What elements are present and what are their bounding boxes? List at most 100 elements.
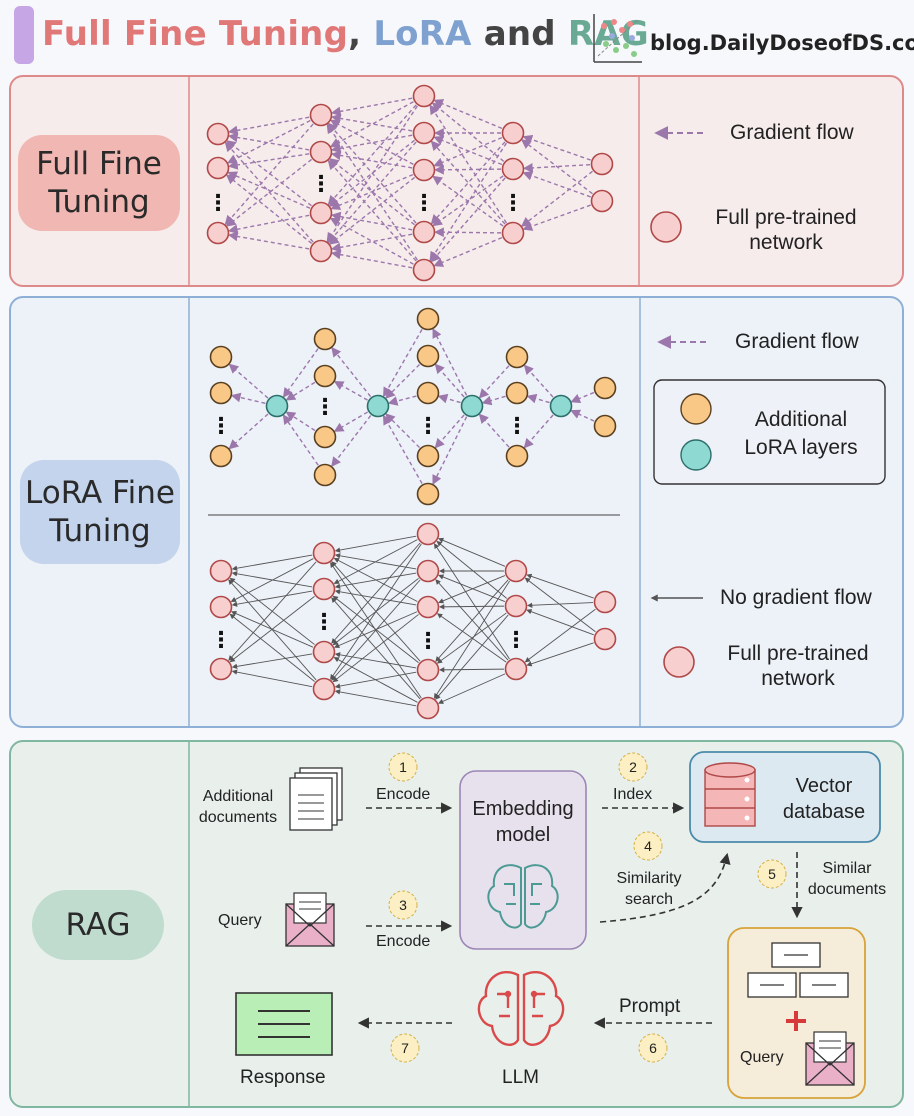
lora-frozen-edge <box>231 669 313 688</box>
lora-full-network-label: Full pre-trained network <box>727 642 869 690</box>
no-gradient-flow-label: No gradient flow <box>720 586 872 609</box>
lora-frozen-edge <box>334 535 417 553</box>
full-ft-edge <box>434 227 502 238</box>
lora-additional-node <box>593 414 617 438</box>
lora-adapter-edge <box>385 363 421 399</box>
lora-additional-node <box>209 381 233 405</box>
full-ft-edge <box>327 122 417 224</box>
full-network-label: Full pre-trained network <box>715 206 857 254</box>
full-ft-edge <box>226 119 311 164</box>
lora-adapter-edge <box>333 380 368 401</box>
lora-frozen-ellipsis: ⋮ <box>505 628 527 653</box>
full-ft-edge <box>329 217 414 265</box>
lora-frozen-node <box>416 559 440 583</box>
lora-frozen-edge <box>231 653 313 670</box>
lora-frozen-node <box>416 522 440 546</box>
lora-adapter-node <box>366 394 390 418</box>
similar-documents-label: Similar documents <box>807 860 887 898</box>
lora-frozen-node <box>416 595 440 619</box>
full-ft-node <box>590 189 614 213</box>
lora-frozen-edge <box>334 589 417 606</box>
lora-frozen-edge <box>526 642 594 667</box>
query-label: Query <box>218 912 262 929</box>
full-ft-edge <box>434 164 502 175</box>
similarity-search-arrow <box>599 852 731 923</box>
full-ft-ellipsis: ⋮ <box>413 191 435 216</box>
lora-additional-node <box>416 444 440 468</box>
lora-gradient-flow-label: Gradient flow <box>735 330 859 353</box>
lora-adapter-edge <box>523 414 554 449</box>
lora-adapter-edge <box>331 346 372 398</box>
full-ft-node <box>412 121 436 145</box>
lora-frozen-node <box>209 559 233 583</box>
encode-docs-label: Encode <box>376 786 431 803</box>
full-ft-label: Full Fine Tuning <box>18 135 180 231</box>
query-envelope-icon <box>285 892 335 947</box>
additional-lora-label: Additional LoRA layers <box>744 408 858 459</box>
lora-adapter-edge <box>570 391 595 404</box>
lora-frozen-edge <box>433 580 510 699</box>
lora-frozen-node <box>416 696 440 720</box>
full-ft-edge <box>327 159 417 262</box>
full-ft-edge <box>227 153 310 170</box>
lora-adapter-edge <box>434 363 465 398</box>
title-lora: LoRA <box>373 14 472 54</box>
lora-frozen-edge <box>231 590 313 607</box>
step-badge-4 <box>633 831 663 861</box>
lora-frozen-edge <box>524 577 596 633</box>
lora-additional-node <box>416 307 440 331</box>
full-ft-edge <box>430 177 506 263</box>
full-ft-edge <box>429 142 508 262</box>
ellipsis-marks: ⋮⋮⋮⋮⋮⋮⋮⋮⋮⋮⋮⋮ <box>207 172 528 654</box>
blog-url: blog.DailyDoseofDS.com <box>650 31 914 55</box>
lora-frozen-edge <box>526 609 594 636</box>
lora-additional-node <box>313 425 337 449</box>
lora-frozen-edge <box>331 542 421 644</box>
full-network-legend-node <box>650 211 682 243</box>
network-edges <box>224 97 596 707</box>
index-label: Index <box>613 786 653 803</box>
full-ft-node <box>206 221 230 245</box>
full-ft-edge <box>326 105 418 243</box>
full-ft-edge <box>224 123 314 226</box>
full-ft-edge <box>328 158 415 226</box>
lora-frozen-node <box>209 657 233 681</box>
full-ft-node <box>309 201 333 225</box>
full-ft-edge <box>430 140 506 225</box>
lora-additional-node <box>505 381 529 405</box>
lora-adapter-edge <box>385 413 421 449</box>
encode-query-label: Encode <box>376 933 431 950</box>
full-ft-edge <box>227 171 311 209</box>
similarity-search-label: Similarity search <box>616 870 682 908</box>
embedding-brain-icon <box>487 864 559 929</box>
full-ft-edge <box>224 141 314 243</box>
lora-frozen-edge <box>333 539 418 584</box>
full-ft-edge <box>328 139 415 207</box>
lora-adapter-edge <box>333 411 368 432</box>
lora-frozen-ellipsis: ⋮ <box>313 610 335 635</box>
lora-adapter-edge <box>570 409 595 422</box>
lora-adapter-edge <box>478 365 510 399</box>
full-ft-node <box>412 158 436 182</box>
full-ft-edge <box>433 136 503 167</box>
full-ft-ellipsis: ⋮ <box>310 172 332 197</box>
lora-frozen-node <box>504 657 528 681</box>
lora-frozen-node <box>593 590 617 614</box>
full-ft-ellipsis: ⋮ <box>207 191 229 216</box>
lora-additional-node <box>416 381 440 405</box>
lora-adapter-node <box>549 394 573 418</box>
lora-frozen-edge <box>331 579 421 681</box>
lora-frozen-edge <box>330 543 422 680</box>
lora-frozen-edge <box>228 579 317 681</box>
lora-frozen-node <box>312 640 336 664</box>
lora-layer-legend-node <box>680 439 712 471</box>
lora-frozen-node <box>504 594 528 618</box>
lora-additional-node <box>313 364 337 388</box>
lora-frozen-ellipsis: ⋮ <box>210 628 232 653</box>
lora-adapter-edge <box>228 413 269 450</box>
full-ft-edge <box>433 236 503 267</box>
lora-adapter-edge <box>285 381 316 401</box>
lora-additional-node <box>505 345 529 369</box>
lora-additional-node <box>416 344 440 368</box>
lora-additional-node <box>209 444 233 468</box>
